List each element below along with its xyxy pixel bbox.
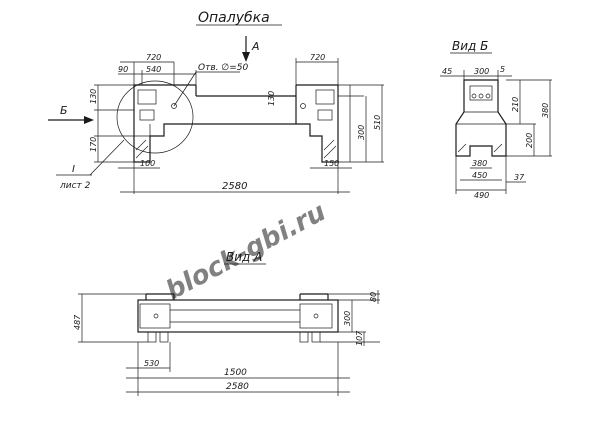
note-hole: Отв. ∅=50 — [198, 63, 248, 73]
dim-vb-top-45: 45 — [442, 67, 452, 76]
dim-front-720-left: 720 — [146, 53, 161, 62]
dim-front-720-right: 720 — [310, 53, 325, 62]
dim-vb-right-380: 380 — [541, 103, 550, 118]
dim-front-right-300: 300 — [357, 125, 366, 140]
dim-vb-right-210: 210 — [511, 97, 520, 112]
dim-vb-bottom-37: 37 — [514, 173, 525, 182]
dim-vb-top-5: 5 — [500, 65, 505, 74]
dim-front-right-130: 130 — [267, 91, 276, 106]
dim-front-90: 90 — [118, 65, 128, 74]
dim-vb-top-300: 300 — [474, 67, 489, 76]
dim-va-right-80: 80 — [369, 292, 378, 302]
dim-front-right-510: 510 — [373, 115, 382, 130]
front-view: 720 90 540 720 Отв. ∅=50 А Б I лист 2 13… — [48, 36, 384, 194]
watermark: block-gbi.ru — [161, 197, 331, 306]
dim-front-bottom-100: 100 — [140, 159, 155, 168]
dim-va-right-300: 300 — [343, 311, 352, 326]
title-view-b: Вид Б — [452, 39, 488, 53]
dim-front-overall-2580: 2580 — [222, 181, 247, 192]
marker-section-sheet: лист 2 — [59, 181, 91, 191]
view-b: 45 300 5 380 210 200 380 450 490 37 — [440, 65, 552, 200]
dim-front-540: 540 — [146, 65, 161, 74]
dim-front-left-170: 170 — [89, 137, 98, 152]
dim-vb-bottom-450: 450 — [472, 171, 487, 180]
dim-va-bottom-1500: 1500 — [224, 368, 247, 378]
marker-arrow-a: А — [251, 40, 260, 53]
dim-va-right-107: 107 — [355, 330, 364, 346]
view-a: 487 80 300 107 530 1500 2580 — [73, 290, 380, 396]
title-view-a: Вид А — [226, 250, 262, 264]
dim-va-bottom-2580: 2580 — [226, 382, 249, 392]
marker-arrow-b: Б — [60, 104, 68, 117]
dim-vb-bottom-490: 490 — [474, 191, 489, 200]
dim-front-bottom-150: 150 — [324, 159, 339, 168]
dim-va-left-487: 487 — [73, 314, 82, 330]
title-formwork: Опалубка — [198, 10, 270, 26]
dim-va-bottom-530: 530 — [144, 359, 159, 368]
dim-front-left-130: 130 — [89, 89, 98, 104]
dim-vb-right-200: 200 — [525, 133, 534, 148]
dim-vb-bottom-380: 380 — [472, 159, 487, 168]
marker-section-num: I — [72, 164, 75, 175]
